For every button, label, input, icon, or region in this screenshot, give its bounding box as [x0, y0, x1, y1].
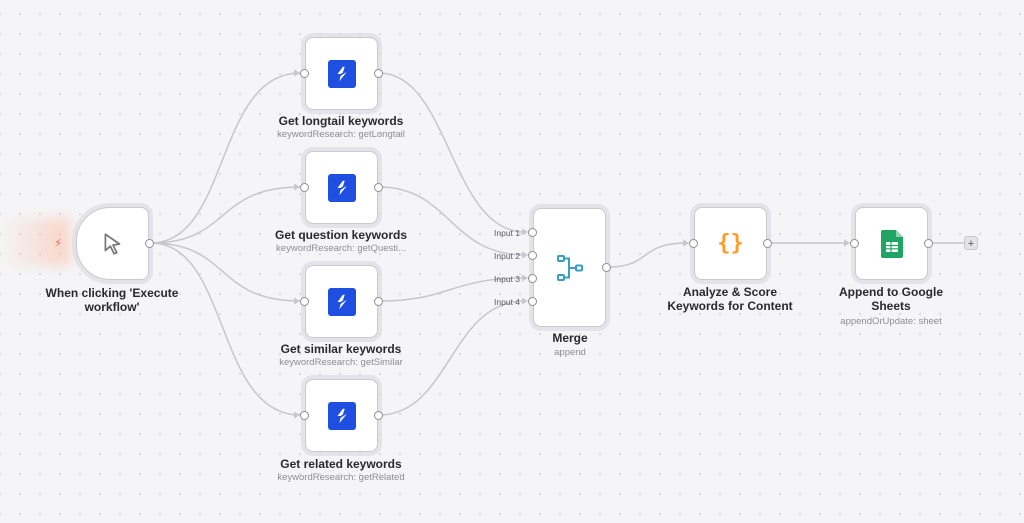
- related-input-handle[interactable]: [300, 411, 309, 420]
- analyze-output-handle[interactable]: [763, 239, 772, 248]
- analyze-input-handle[interactable]: [689, 239, 698, 248]
- edge-merge-analyze: [608, 242, 687, 268]
- keyword-tool-icon: [327, 401, 356, 430]
- add-node-button[interactable]: +: [964, 236, 978, 250]
- merge-input-4-handle[interactable]: [528, 297, 537, 306]
- merge-output-handle[interactable]: [602, 263, 611, 272]
- get-question-keywords-node[interactable]: [300, 151, 383, 224]
- cursor-icon: [104, 232, 120, 255]
- longtail-output-handle[interactable]: [374, 69, 383, 78]
- merge-input-1-label: Input 1: [494, 228, 520, 238]
- edge-related-merge: [378, 300, 526, 416]
- code-braces-icon: {}: [717, 230, 744, 256]
- edge-trigger-longtail: [150, 72, 301, 244]
- get-related-keywords-node[interactable]: [300, 379, 383, 452]
- similar-title: Get similar keywords: [280, 342, 402, 356]
- analyze-title: Analyze & Score Keywords for Content: [667, 285, 793, 313]
- edge-similar-merge: [378, 277, 526, 302]
- keyword-tool-icon: [327, 59, 356, 88]
- get-similar-keywords-node[interactable]: [300, 265, 383, 338]
- trigger-glow: [0, 218, 70, 266]
- similar-input-handle[interactable]: [300, 297, 309, 306]
- similar-output-handle[interactable]: [374, 297, 383, 306]
- trigger-output-handle[interactable]: [145, 239, 154, 248]
- edge-question-merge: [378, 186, 526, 256]
- merge-input-4-label: Input 4: [494, 297, 520, 307]
- question-subtitle: keywordResearch: getQuesti...: [276, 243, 406, 254]
- merge-input-3-handle[interactable]: [528, 274, 537, 283]
- analyze-score-node[interactable]: {}: [689, 207, 772, 280]
- sheets-title: Append to Google Sheets: [839, 285, 943, 313]
- merge-subtitle: append: [554, 347, 586, 358]
- edge-trigger-related: [150, 242, 301, 416]
- merge-icon: [556, 254, 583, 281]
- merge-node[interactable]: [528, 208, 611, 327]
- edge-longtail-merge: [378, 72, 526, 233]
- related-subtitle: keywordResearch: getRelated: [277, 472, 405, 483]
- trigger-bolt-icon: ⚡︎: [54, 236, 63, 250]
- edge-trigger-similar: [150, 242, 301, 302]
- related-output-handle[interactable]: [374, 411, 383, 420]
- merge-input-3-label: Input 3: [494, 274, 520, 284]
- question-input-handle[interactable]: [300, 183, 309, 192]
- manual-trigger-node[interactable]: [76, 207, 154, 280]
- longtail-input-handle[interactable]: [300, 69, 309, 78]
- longtail-title: Get longtail keywords: [278, 114, 404, 128]
- sheets-input-handle[interactable]: [850, 239, 859, 248]
- edge-trigger-question: [150, 186, 301, 244]
- keyword-tool-icon: [327, 173, 356, 202]
- merge-input-2-handle[interactable]: [528, 251, 537, 260]
- question-output-handle[interactable]: [374, 183, 383, 192]
- keyword-tool-icon: [327, 287, 356, 316]
- trigger-title: When clicking 'Execute workflow': [45, 286, 179, 314]
- sheets-output-handle[interactable]: [924, 239, 933, 248]
- merge-input-2-label: Input 2: [494, 251, 520, 261]
- get-longtail-keywords-node[interactable]: [300, 37, 383, 110]
- merge-input-1-handle[interactable]: [528, 228, 537, 237]
- question-title: Get question keywords: [274, 228, 408, 242]
- merge-title: Merge: [552, 331, 588, 345]
- sheets-subtitle: appendOrUpdate: sheet: [840, 316, 942, 327]
- append-google-sheets-node[interactable]: [850, 207, 933, 280]
- longtail-subtitle: keywordResearch: getLongtail: [277, 129, 405, 140]
- related-title: Get related keywords: [280, 457, 402, 471]
- similar-subtitle: keywordResearch: getSimilar: [279, 357, 403, 368]
- google-sheets-icon: [880, 229, 903, 258]
